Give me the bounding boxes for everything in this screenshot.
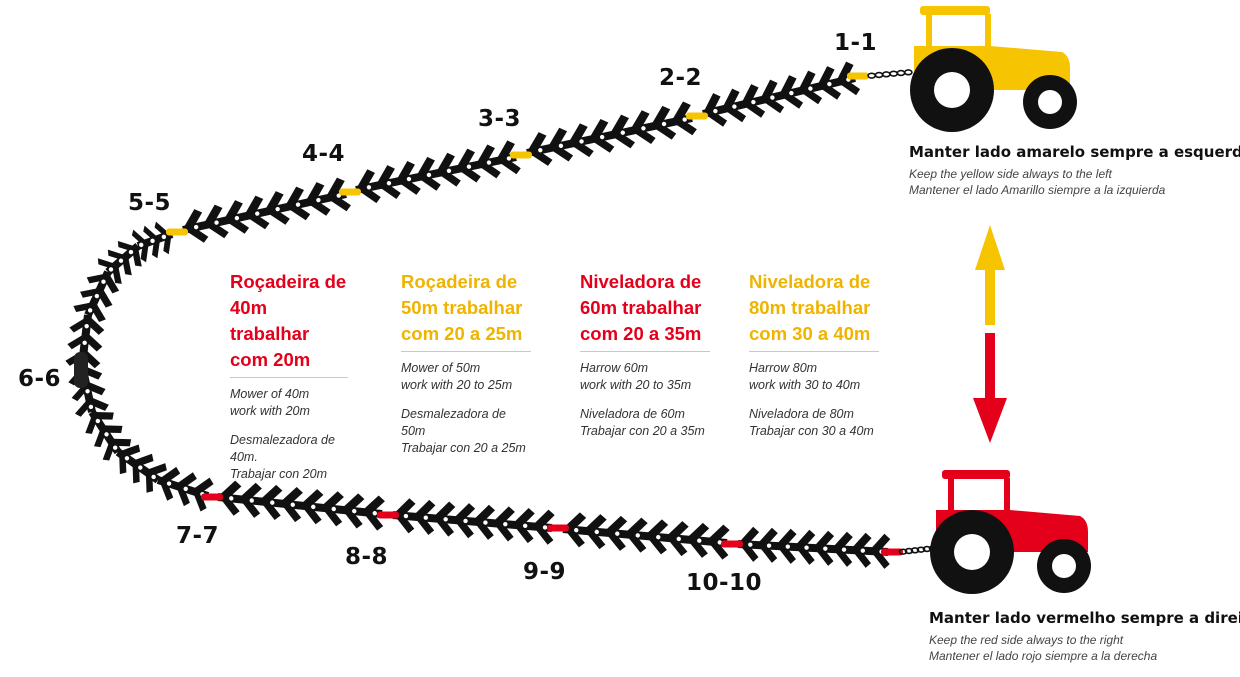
harrow-section-6-6 [156,466,214,512]
caption-main: Manter lado vermelho sempre a direita [929,609,1240,627]
info-title-line: Roçadeira de [401,271,518,292]
info-title: Niveladora de 60m trabalhar com 20 a 35m [580,269,710,352]
harrow-section-6-6 [115,444,167,493]
harrow-section-6-6 [97,240,142,284]
section-label-7-7: 7-7 [176,523,220,549]
harrow-section-6-6 [73,270,120,323]
info-title-line: 50m trabalhar [401,297,523,318]
harrow-section-4-4 [355,140,521,204]
info-title-line: Niveladora de [580,271,702,292]
info-text-line: work with 20 to 25m [401,378,513,392]
caption-english: Keep the yellow side always to the left [909,167,1112,181]
info-text-line: Desmalezadora de 50m [401,407,506,438]
section-label-10-10: 10-10 [686,570,763,596]
red-connector [721,540,743,548]
harrow-section-3-3 [526,101,697,166]
caption-main: Manter lado amarelo sempre a esquerda [909,143,1240,161]
info-text-line: work with 20 to 35m [580,378,692,392]
info-text-line: Trabajar con 30 a 40m [749,424,874,438]
info-title-line: Niveladora de [749,271,871,292]
info-text-line: Mower of 50m [401,361,481,375]
info-english: Harrow 60m work with 20 to 35m [580,360,710,394]
harrow-section-6-6 [85,409,132,461]
chain-icon [867,69,913,79]
harrow-sections [65,61,891,569]
bottom-tractor-caption: Manter lado vermelho sempre a direita Ke… [929,609,1240,664]
info-spanish: Desmalezadora de 40m. Trabajar con 20m [230,432,348,483]
info-english: Harrow 80m work with 30 to 40m [749,360,879,394]
harrow-section-10-10 [737,526,891,569]
red-connector [881,548,903,556]
double-arrow-icon [973,225,1007,443]
info-text-line: Trabajar con 20 a 25m [401,441,526,455]
harrow-section-5-5 [182,177,351,243]
caption-english: Keep the red side always to the right [929,633,1124,647]
info-title-line: com 30 a 40m [749,323,871,344]
section-label-3-3: 3-3 [478,106,522,132]
info-title-line: com 20 a 35m [580,323,702,344]
yellow-connector [510,151,532,159]
info-title: Roçadeira de 50m trabalhar com 20 a 25m [401,269,531,352]
info-english: Mower of 40m work with 20m [230,386,348,420]
info-title-line: 60m trabalhar [580,297,702,318]
info-block-mower-50m: Roçadeira de 50m trabalhar com 20 a 25m … [401,269,531,457]
red-connector [201,493,223,501]
info-title: Niveladora de 80m trabalhar com 30 a 40m [749,269,879,352]
yellow-connector [339,188,361,196]
info-english: Mower of 50m work with 20 to 25m [401,360,531,394]
info-text-line: Harrow 80m [749,361,818,375]
red-tractor-icon [930,470,1091,594]
section-label-1-1: 1-1 [834,30,878,56]
info-title-line: com 20m [230,349,311,370]
yellow-tractor-icon [910,6,1077,132]
info-title-line: com 20 a 25m [401,323,523,344]
info-spanish: Niveladora de 60m Trabajar con 20 a 35m [580,406,710,440]
info-text-line: Harrow 60m [580,361,649,375]
info-spanish: Niveladora de 80m Trabajar con 30 a 40m [749,406,879,440]
top-tractor-caption: Manter lado amarelo sempre a esquerda Ke… [909,143,1240,198]
info-title-line: Roçadeira de [230,271,347,292]
info-text-line: Niveladora de 80m [749,407,854,421]
section-label-4-4: 4-4 [302,141,346,167]
harrow-section-6-6 [131,221,174,263]
info-text-line: work with 30 to 40m [749,378,861,392]
info-text-line: Mower of 40m [230,387,310,401]
section-label-2-2: 2-2 [659,65,703,91]
caption-spanish: Mantener el lado Amarillo siempre a la i… [909,183,1166,197]
pivot-joint [74,352,88,388]
section-label-5-5: 5-5 [128,190,172,216]
info-title: Roçadeira de 40m trabalhar com 20m [230,269,348,378]
info-text-line: Trabajar con 20m [230,467,328,481]
section-label-6-6: 6-6 [18,366,62,392]
yellow-connector [847,72,869,80]
info-text-line: Niveladora de 60m [580,407,685,421]
yellow-connector [686,112,708,120]
red-connector [547,524,569,532]
info-title-line: 80m trabalhar [749,297,871,318]
harrow-section-2-2 [702,61,861,127]
info-text-line: work with 20m [230,404,310,418]
harrow-section-9-9 [562,512,730,560]
info-text-line: Trabajar con 20 a 35m [580,424,705,438]
info-block-harrow-80m: Niveladora de 80m trabalhar com 30 a 40m… [749,269,879,440]
section-label-9-9: 9-9 [523,559,567,585]
info-block-harrow-60m: Niveladora de 60m trabalhar com 20 a 35m… [580,269,710,440]
info-title-line: 40m trabalhar [230,297,310,344]
info-block-mower-40m: Roçadeira de 40m trabalhar com 20m Mower… [230,269,348,483]
info-text-line: Desmalezadora de 40m. [230,433,335,464]
red-connector [377,511,399,519]
caption-spanish: Mantener el lado rojo siempre a la derec… [929,649,1158,663]
section-label-8-8: 8-8 [345,544,389,570]
info-spanish: Desmalezadora de 50m Trabajar con 20 a 2… [401,406,531,457]
harrow-section-7-7 [217,480,385,531]
harrow-section-8-8 [392,498,555,545]
yellow-connector [166,228,188,236]
